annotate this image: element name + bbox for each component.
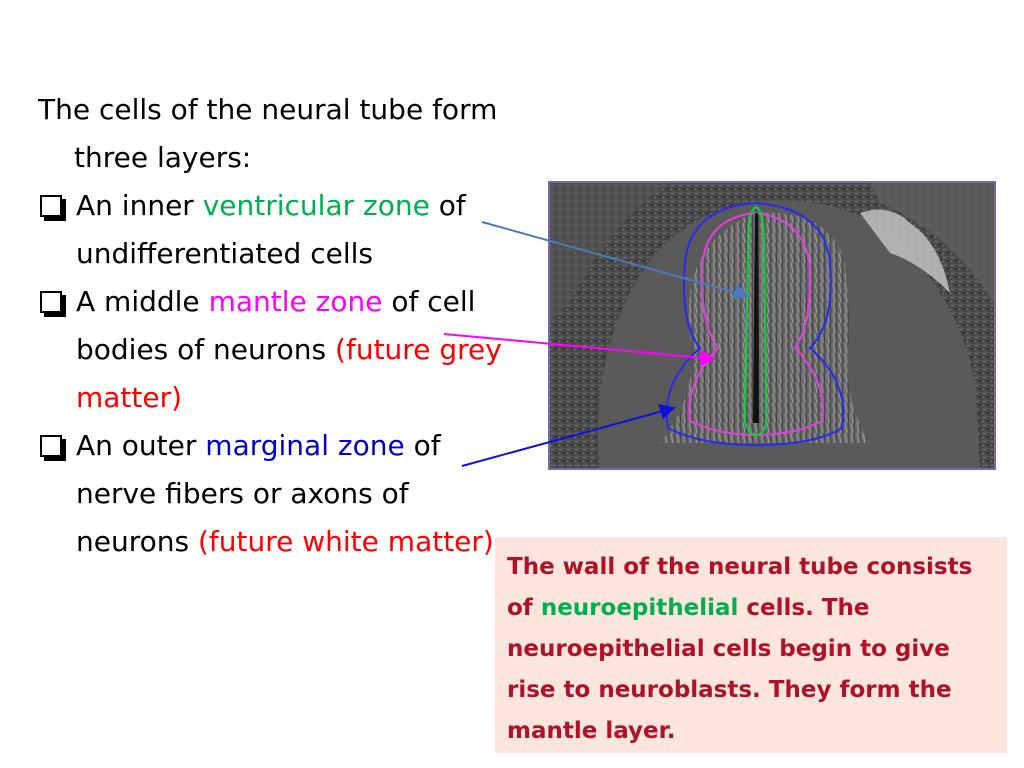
note-box: The wall of the neural tube consists of … [495, 537, 1007, 753]
note-text: The wall of the neural tube consists of … [507, 547, 995, 752]
note-part2: cells. The neuroepithelial cells begin t… [507, 595, 952, 744]
note-part1: The wall of the neural tube consists of [507, 554, 973, 621]
checkbox-bullet-icon [40, 435, 62, 457]
ventricular-zone-term: ventricular zone [202, 189, 430, 222]
neuroepithelial-term: neuroepithelial [540, 595, 739, 621]
mantle-zone-term: mantle zone [208, 285, 383, 318]
marginal-zone-term: marginal zone [205, 429, 405, 462]
bullet-pre: A middle [76, 285, 209, 318]
intro-text: The cells of the neural tube form three … [38, 93, 498, 174]
future-white-matter-note: (future white matter) [197, 525, 494, 558]
bullet-ventricular-zone: An inner ventricular zone of undifferent… [38, 182, 508, 278]
text-column: The cells of the neural tube form three … [38, 86, 508, 566]
central-canal [753, 213, 759, 423]
bullet-post: of cell bodies of neurons [76, 285, 476, 366]
ventricular-zone-outline [743, 205, 768, 437]
future-grey-matter-note: (future grey matter) [76, 333, 502, 414]
bullet-post: of nerve fibers or axons of neurons [76, 429, 441, 558]
bullet-marginal-zone: An outer marginal zone of nerve fibers o… [38, 422, 508, 566]
bullet-post: of undifferentiated cells [76, 189, 466, 270]
bullet-pre: An outer [76, 429, 206, 462]
bullet-mantle-zone: A middle mantle zone of cell bodies of n… [38, 278, 508, 422]
micrograph-svg [550, 183, 994, 468]
checkbox-bullet-icon [40, 195, 62, 217]
neural-tube-micrograph [548, 181, 996, 470]
checkbox-bullet-icon [40, 291, 62, 313]
bullet-pre: An inner [76, 189, 203, 222]
